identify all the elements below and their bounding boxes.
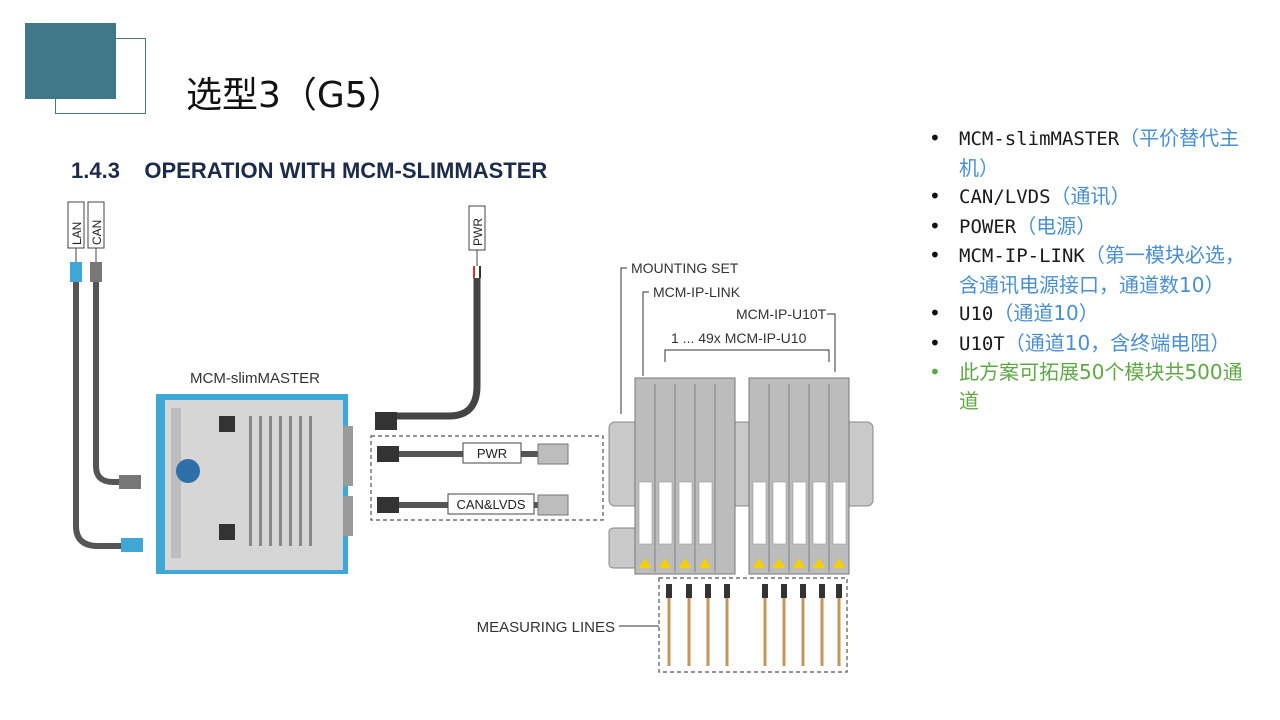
bullet-power: POWER（电源） bbox=[929, 212, 1249, 242]
bullet-ip-link: MCM-IP-LINK（第一模块必选，含通讯电源接口，通道数10） bbox=[929, 241, 1249, 299]
master-label: MCM-slimMASTER bbox=[190, 370, 320, 387]
cable-group-frame bbox=[370, 435, 604, 521]
can-label: CAN bbox=[90, 220, 104, 245]
u10-range-label: 1 ... 49x MCM-IP-U10 bbox=[671, 330, 807, 346]
bullet-can-lvds: CAN/LVDS（通讯） bbox=[929, 182, 1249, 212]
mounting-labels: MOUNTING SET MCM-IP-LINK MCM-IP-U10T 1 .… bbox=[620, 260, 836, 414]
figure-heading: 1.4.3 OPERATION WITH MCM-SLIMMASTER bbox=[71, 158, 547, 183]
module-rack bbox=[608, 377, 874, 575]
system-diagram-figure: 1.4.3 OPERATION WITH MCM-SLIMMASTER LAN … bbox=[53, 126, 889, 686]
bullet-master: MCM-slimMASTER（平价替代主机） bbox=[929, 124, 1249, 182]
can-tag: CAN bbox=[87, 201, 105, 249]
bullet-expansion: 此方案可拓展50个模块共500通道 bbox=[929, 358, 1249, 415]
pwr-top-label: PWR bbox=[471, 218, 485, 246]
ip-link-label: MCM-IP-LINK bbox=[653, 284, 741, 300]
can-lvds-cable-label: CAN&LVDS bbox=[456, 497, 525, 512]
u10t-label: MCM-IP-U10T bbox=[736, 306, 827, 322]
feature-bullet-list: MCM-slimMASTER（平价替代主机） CAN/LVDS（通讯） POWE… bbox=[929, 124, 1249, 415]
slide-title: 选型3（G5） bbox=[186, 75, 404, 116]
measuring-lines bbox=[667, 596, 841, 666]
mounting-set-label: MOUNTING SET bbox=[631, 260, 739, 276]
can-cable bbox=[90, 262, 141, 489]
lan-label: LAN bbox=[70, 222, 84, 245]
lan-tag: LAN bbox=[67, 201, 85, 249]
bullet-u10t: U10T（通道10，含终端电阻） bbox=[929, 329, 1249, 359]
mcm-slimmaster-device bbox=[156, 394, 353, 574]
measuring-lines-frame bbox=[658, 577, 848, 673]
can-lvds-cable: CAN&LVDS bbox=[377, 493, 569, 516]
pwr-top-tag: PWR bbox=[468, 205, 486, 251]
bullet-u10: U10（通道10） bbox=[929, 299, 1249, 329]
pwr-cable-label: PWR bbox=[477, 446, 507, 461]
power-cable bbox=[375, 266, 481, 430]
title-decoration-block bbox=[25, 23, 116, 99]
pwr-cable: PWR bbox=[377, 442, 569, 465]
lan-cable bbox=[70, 262, 143, 552]
measuring-lines-label: MEASURING LINES bbox=[477, 619, 615, 636]
